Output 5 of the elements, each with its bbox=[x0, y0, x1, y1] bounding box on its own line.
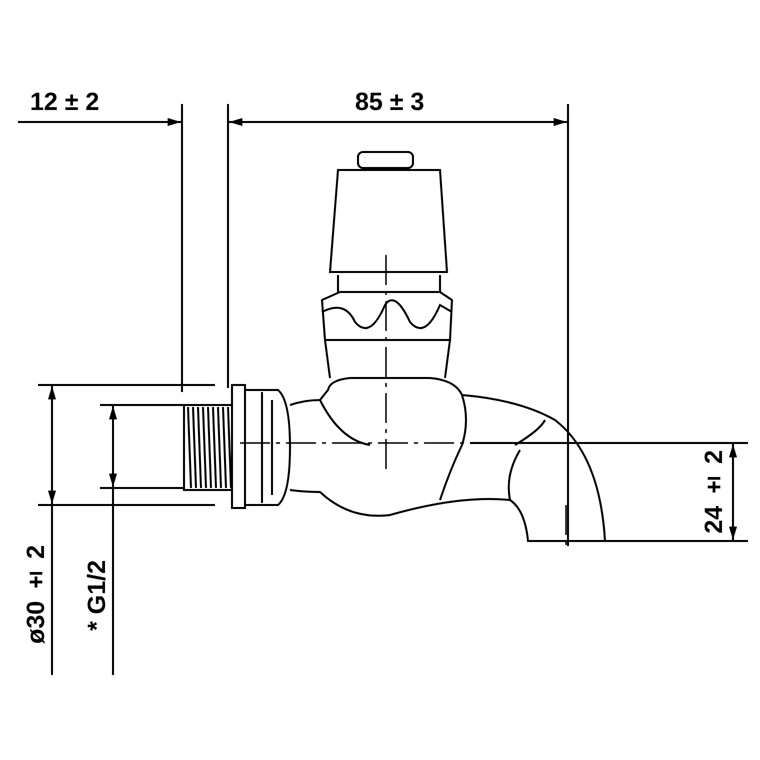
dimension-label: 12 ± 2 bbox=[30, 90, 100, 115]
dimension-label: 85 ± 3 bbox=[355, 90, 424, 115]
dimension-label: 24 ± 2 bbox=[702, 450, 727, 534]
dimension-label: * G1/2 bbox=[85, 560, 110, 631]
dimension-label: ø30 ± 2 bbox=[24, 545, 49, 644]
